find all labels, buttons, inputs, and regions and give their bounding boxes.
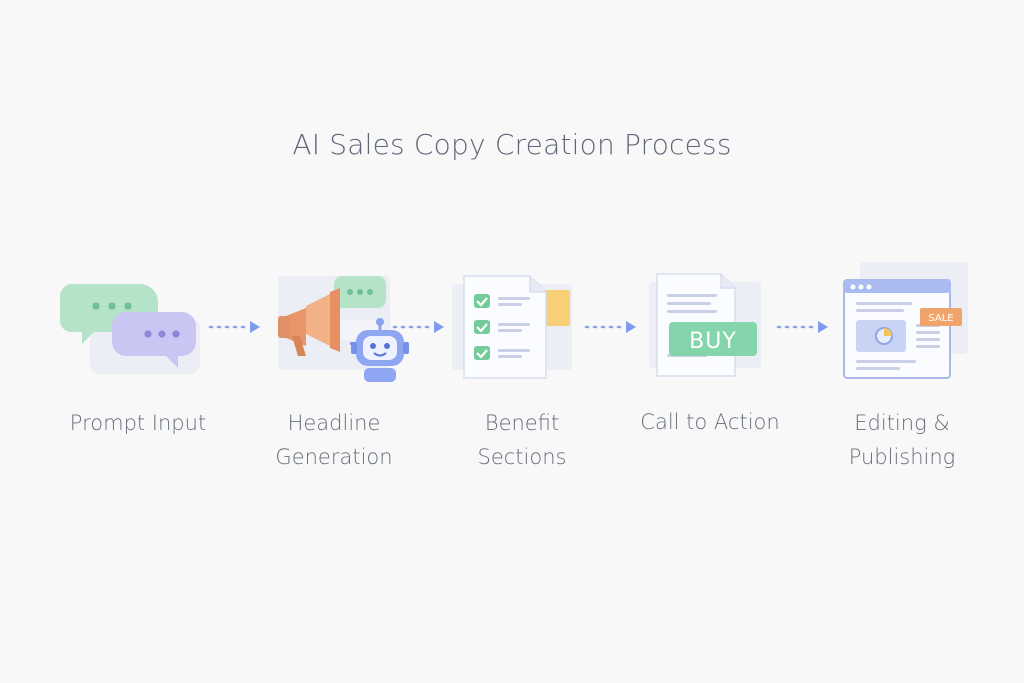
- megaphone-robot-icon: [278, 276, 409, 382]
- step-label-call-to-action: Call to Action: [640, 410, 780, 434]
- step-label-editing-publishing: Editing & Publishing: [848, 411, 956, 469]
- chat-bubbles-icon: [60, 284, 200, 374]
- arrow-2: [392, 321, 444, 333]
- buy-badge-text: BUY: [689, 329, 737, 354]
- diagram-title: AI Sales Copy Creation Process: [292, 128, 732, 161]
- buy-button-document-icon: BUY: [649, 273, 761, 377]
- arrow-4: [776, 321, 828, 333]
- step-label-prompt-input: Prompt Input: [69, 411, 207, 435]
- checklist-document-icon: [452, 275, 572, 379]
- step-label-headline-generation: Headline Generation: [275, 411, 393, 469]
- arrow-1: [208, 321, 260, 333]
- sale-badge-text: SALE: [928, 313, 953, 324]
- arrow-3: [584, 321, 636, 333]
- browser-window-icon: SALE: [843, 262, 968, 379]
- step-label-benefit-sections: Benefit Sections: [477, 411, 567, 469]
